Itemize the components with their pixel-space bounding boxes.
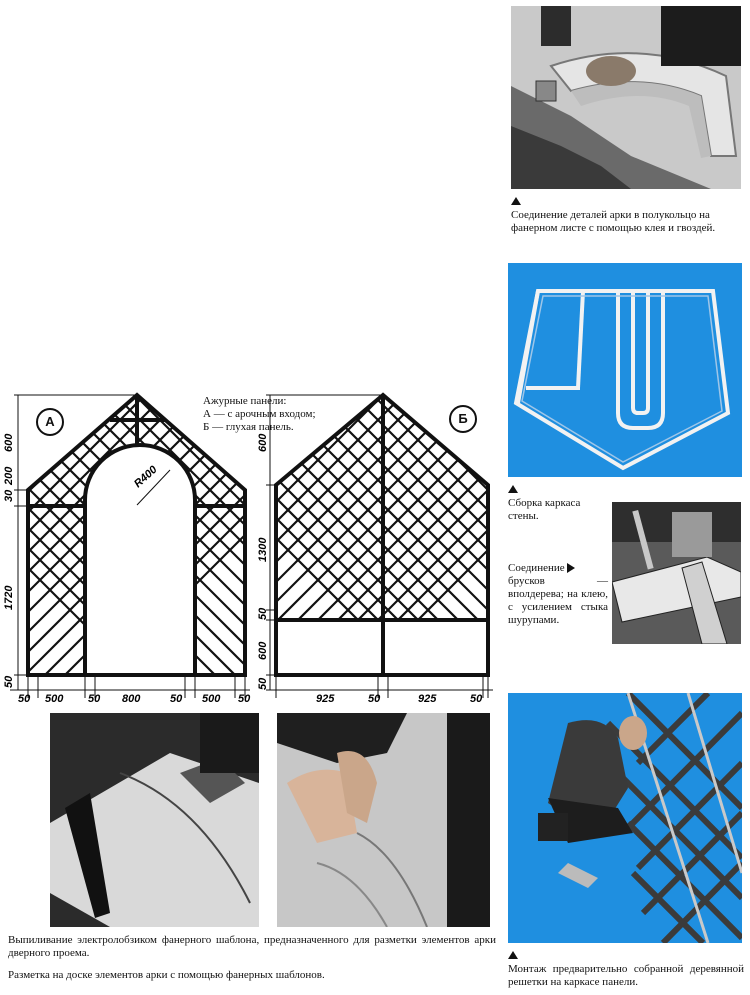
triangle-right-icon (567, 563, 576, 574)
arch-radius-label: R400 (132, 463, 160, 490)
panel-legend: Ажурные панели: А — с арочным входом; Б … (203, 395, 316, 433)
caption-lattice-mount: Монтаж предварительно собранной деревянн… (508, 950, 744, 989)
photo-joint (612, 502, 741, 644)
dim-a-1720: 1720 (3, 585, 15, 610)
panel-a-drawing: 600 30 200 1720 50 50 500 50 800 50 500 … (3, 392, 251, 705)
dim-b-50-bottom: 50 (258, 677, 269, 690)
dim-a-h-50-right: 50 (238, 693, 251, 705)
triangle-up-icon (511, 197, 521, 205)
dim-a-h-500-right: 500 (202, 693, 221, 705)
triangle-up-icon (508, 485, 518, 493)
dim-a-600: 600 (3, 433, 15, 452)
caption-sawing: Выпиливание электролобзиком фанерного ша… (8, 934, 496, 959)
photo-lattice-mount (508, 693, 742, 943)
dim-b-h-925-left: 925 (316, 693, 335, 705)
dim-a-30: 30 (3, 489, 15, 502)
dim-a-h-50-mid-left: 50 (88, 693, 101, 705)
panel-b-drawing: 600 1300 50 600 50 925 50 925 50 (258, 392, 493, 705)
photo-marking (277, 713, 490, 927)
panel-label-a: А (36, 408, 64, 436)
dim-b-600-bottom: 600 (258, 641, 269, 660)
dim-b-h-50-right: 50 (470, 693, 483, 705)
caption-arch-join: Соединение деталей арки в полукольцо на … (511, 196, 743, 235)
caption-frame-assembly: Сборка каркаса стены. (508, 484, 608, 523)
dim-a-200: 200 (3, 466, 15, 486)
caption-marking: Разметка на доске элементов арки с помощ… (8, 969, 325, 981)
dim-a-h-500-left: 500 (45, 693, 64, 705)
dim-a-h-800: 800 (122, 693, 141, 705)
triangle-up-icon (508, 951, 518, 959)
dim-b-600-top: 600 (258, 433, 269, 452)
dim-b-1300: 1300 (258, 537, 269, 562)
dim-b-50-mid: 50 (258, 607, 269, 620)
photo-arch-joining (511, 6, 741, 189)
dim-a-50: 50 (3, 675, 15, 688)
panel-label-b: Б (449, 405, 477, 433)
dim-a-h-50-left: 50 (18, 693, 31, 705)
dim-b-h-50-mid: 50 (368, 693, 381, 705)
dim-a-h-50-mid-right: 50 (170, 693, 183, 705)
dim-b-h-925-right: 925 (418, 693, 437, 705)
photo-sawing (50, 713, 259, 927)
photo-frame-assembly (508, 263, 742, 477)
caption-joint: Соединение брусков — вполдерева; на клею… (508, 562, 608, 626)
